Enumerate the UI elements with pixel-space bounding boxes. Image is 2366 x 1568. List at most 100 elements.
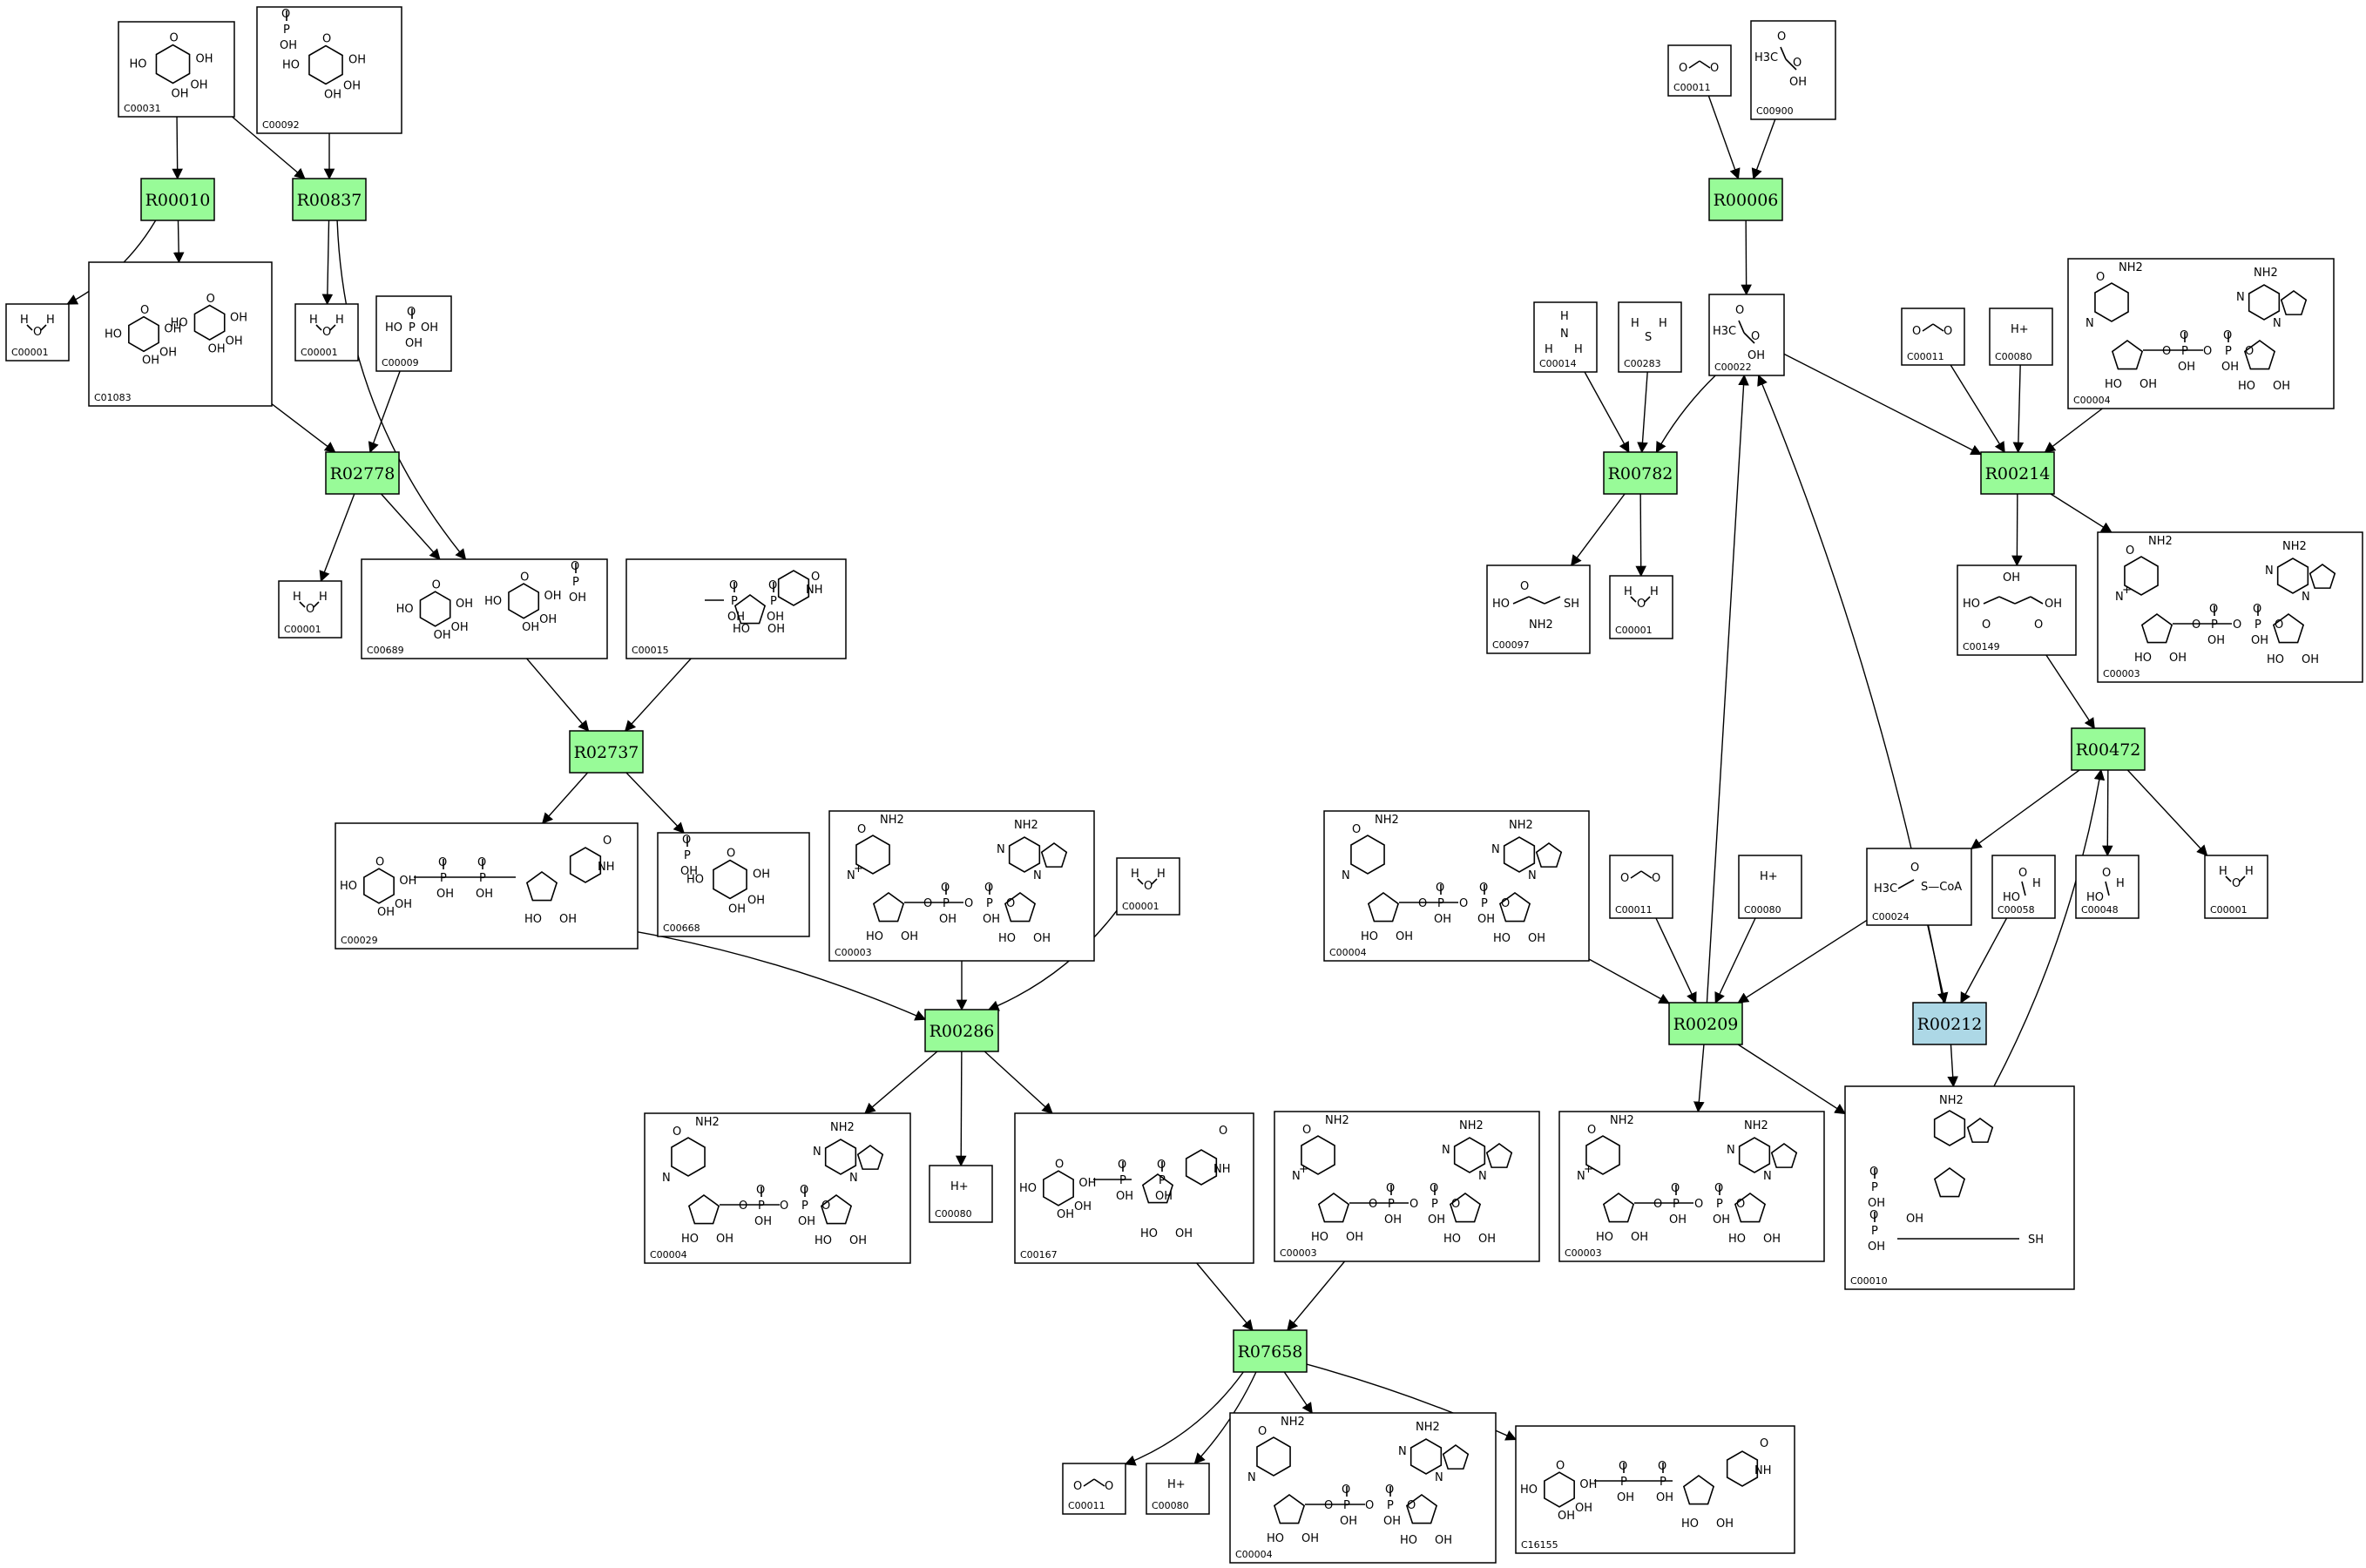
compound-box[interactable] — [1533, 301, 1598, 373]
compound-box[interactable] — [657, 832, 810, 937]
compound-box[interactable] — [929, 1165, 993, 1223]
compound-box[interactable] — [1609, 575, 1673, 639]
reaction-node-r00214[interactable]: R00214 — [1980, 451, 2055, 495]
edge-c31-to-r837 — [232, 116, 306, 179]
compound-box[interactable] — [1866, 848, 1972, 926]
atom-label: H — [1659, 317, 1667, 330]
reaction-box[interactable] — [924, 1009, 999, 1052]
compound-box[interactable] — [1609, 855, 1673, 919]
reaction-box[interactable] — [1980, 451, 2055, 495]
compound-box[interactable] — [2204, 855, 2268, 919]
compound-box[interactable] — [1515, 1425, 1795, 1554]
compound-box[interactable] — [1750, 20, 1836, 120]
reaction-box[interactable] — [1912, 1002, 1987, 1045]
reaction-node-r07658[interactable]: R07658 — [1233, 1329, 1308, 1373]
compound-box[interactable] — [1014, 1112, 1254, 1264]
compound-box[interactable] — [256, 6, 402, 134]
compound-node-c00080[interactable]: H+C00080 — [929, 1165, 993, 1223]
reaction-node-r00209[interactable]: R00209 — [1668, 1002, 1743, 1045]
reaction-node-r00837[interactable]: R00837 — [292, 178, 367, 221]
reaction-node-r00286[interactable]: R00286 — [924, 1009, 999, 1052]
reaction-node-r02778[interactable]: R02778 — [325, 451, 400, 495]
reaction-node-r00782[interactable]: R00782 — [1603, 451, 1678, 495]
compound-box[interactable] — [1708, 294, 1785, 376]
compound-box[interactable] — [1989, 308, 2053, 366]
compound-box[interactable] — [118, 21, 235, 118]
reaction-box[interactable] — [2071, 727, 2146, 771]
compound-node-c00080[interactable]: H+C00080 — [1146, 1463, 1210, 1515]
compound-box[interactable] — [1486, 564, 1591, 654]
compound-box[interactable] — [1844, 1085, 2075, 1290]
compound-box[interactable] — [5, 303, 70, 362]
compound-box[interactable] — [1062, 1463, 1126, 1515]
compound-node-c00080[interactable]: H+C00080 — [1989, 308, 2053, 366]
reaction-box[interactable] — [1603, 451, 1678, 495]
compound-box[interactable] — [361, 558, 608, 659]
compound-box[interactable] — [1738, 855, 1802, 919]
compound-box[interactable] — [1957, 564, 2077, 656]
reaction-node-r02737[interactable]: R02737 — [569, 730, 644, 774]
reaction-box[interactable] — [1668, 1002, 1743, 1045]
compound-box[interactable] — [88, 261, 273, 407]
compound-box[interactable] — [278, 580, 342, 639]
compound-box[interactable] — [1667, 44, 1732, 97]
reaction-node-r00472[interactable]: R00472 — [2071, 727, 2146, 771]
reaction-box[interactable] — [140, 178, 215, 221]
reaction-box[interactable] — [569, 730, 644, 774]
reaction-box[interactable] — [1233, 1329, 1308, 1373]
compound-box[interactable] — [375, 295, 452, 372]
compound-node-c00080[interactable]: H+C00080 — [1738, 855, 1802, 919]
compound-box[interactable] — [335, 822, 639, 950]
reaction-box[interactable] — [1708, 178, 1783, 221]
reaction-node-r00010[interactable]: R00010 — [140, 178, 215, 221]
compound-box[interactable] — [1146, 1463, 1210, 1515]
compound-box[interactable] — [1901, 308, 1965, 366]
reaction-box[interactable] — [325, 451, 400, 495]
compound-box[interactable] — [1618, 301, 1682, 373]
reaction-node-r00006[interactable]: R00006 — [1708, 178, 1783, 221]
reaction-box[interactable] — [292, 178, 367, 221]
reaction-node-r00212[interactable]: R00212 — [1912, 1002, 1987, 1045]
compound-box[interactable] — [294, 303, 359, 362]
compound-box[interactable] — [1116, 857, 1180, 916]
